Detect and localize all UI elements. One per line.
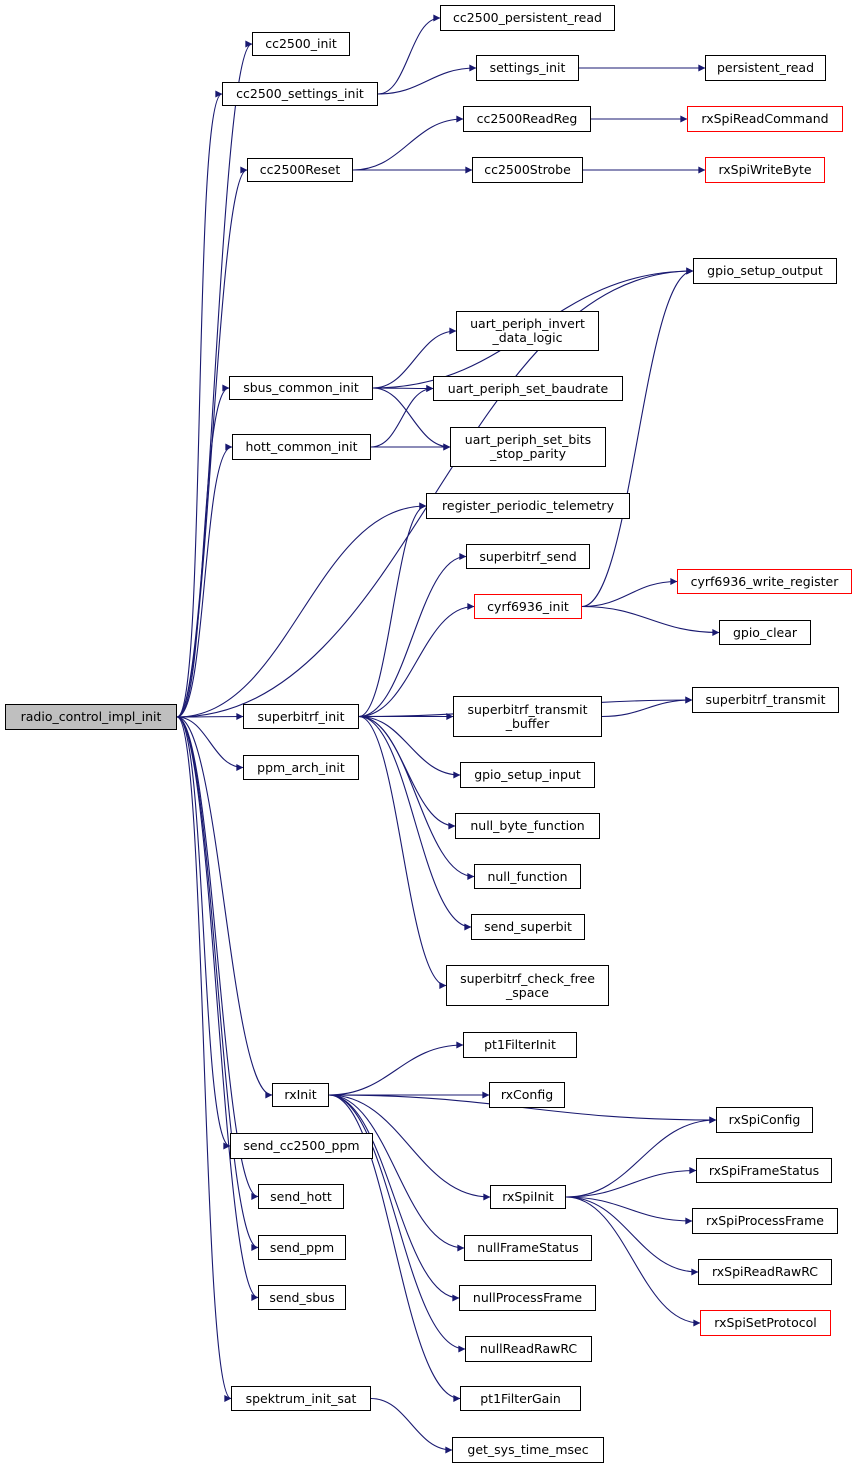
edge-cyrf6936-init-to-cyrf6936-write-register	[581, 578, 678, 608]
edge-superbitrf-init-to-superbitrf-send	[358, 553, 467, 718]
edge-sbus-common-init-to-uart-periph-set-bits-stop-parity	[372, 387, 451, 451]
node-register-periodic-telemetry[interactable]: register_periodic_telemetry	[426, 493, 630, 519]
edge-rxspiinit-to-rxspiprocessframe	[565, 1196, 693, 1225]
edge-superbitrf-init-to-superbitrf-check-free-space	[358, 715, 447, 989]
node-superbitrf-init[interactable]: superbitrf_init	[243, 704, 359, 729]
edge-radio-control-impl-init-to-superbitrf-init	[176, 713, 244, 721]
edge-cc2500-settings-init-to-settings-init	[377, 64, 477, 95]
node-cyrf6936-write-register[interactable]: cyrf6936_write_register	[677, 569, 852, 594]
edge-rxinit-to-nullprocessframe	[328, 1094, 460, 1302]
edge-rxinit-to-pt1filterinit	[328, 1041, 464, 1096]
edge-cc2500reset-to-cc2500readreg	[352, 115, 464, 171]
node-gpio-clear[interactable]: gpio_clear	[719, 620, 811, 645]
edge-spektrum-init-sat-to-get-sys-time-msec	[370, 1397, 453, 1454]
node-gpio-setup-input[interactable]: gpio_setup_input	[460, 762, 595, 788]
edge-rxinit-to-nullreadrawrc	[328, 1094, 466, 1353]
edge-radio-control-impl-init-to-send-cc2500-ppm	[176, 716, 231, 1150]
node-null-function[interactable]: null_function	[474, 864, 581, 889]
edge-hott-common-init-to-uart-periph-set-baudrate	[370, 385, 434, 448]
edge-rxinit-to-pt1filtergain	[328, 1094, 461, 1402]
node-send-sbus[interactable]: send_sbus	[258, 1285, 346, 1310]
node-send-cc2500-ppm[interactable]: send_cc2500_ppm	[230, 1133, 373, 1159]
node-rxspiprocessframe[interactable]: rxSpiProcessFrame	[692, 1208, 838, 1234]
edge-cc2500-settings-init-to-cc2500-persistent-read	[377, 14, 441, 95]
edge-rxspiinit-to-rxspiframestatus	[565, 1167, 697, 1198]
node-settings-init[interactable]: settings_init	[476, 55, 579, 81]
node-cc2500-settings-init[interactable]: cc2500_settings_init	[222, 82, 378, 106]
edge-superbitrf-init-to-cyrf6936-init	[358, 603, 475, 718]
edge-cyrf6936-init-to-gpio-setup-output	[581, 267, 694, 608]
node-superbitrf-transmit[interactable]: superbitrf_transmit	[692, 687, 839, 713]
node-rxinit[interactable]: rxInit	[272, 1083, 329, 1107]
node-get-sys-time-msec[interactable]: get_sys_time_msec	[452, 1437, 604, 1463]
node-superbitrf-transmit-buffer[interactable]: superbitrf_transmit _buffer	[453, 696, 602, 737]
node-rxspiwritebyte[interactable]: rxSpiWriteByte	[705, 157, 825, 183]
edge-superbitrf-init-to-register-periodic-telemetry	[358, 502, 427, 718]
edge-superbitrf-init-to-null-function	[358, 715, 475, 880]
node-hott-common-init[interactable]: hott_common_init	[232, 434, 371, 460]
edge-radio-control-impl-init-to-cc2500-settings-init	[176, 90, 223, 718]
node-superbitrf-send[interactable]: superbitrf_send	[466, 544, 590, 569]
node-cc2500readreg[interactable]: cc2500ReadReg	[463, 106, 591, 132]
node-cc2500-persistent-read[interactable]: cc2500_persistent_read	[440, 5, 615, 31]
node-rxspiinit[interactable]: rxSpiInit	[490, 1185, 566, 1209]
node-gpio-setup-output[interactable]: gpio_setup_output	[693, 258, 837, 284]
node-uart-periph-set-baudrate[interactable]: uart_periph_set_baudrate	[433, 376, 623, 401]
node-persistent-read[interactable]: persistent_read	[705, 55, 826, 81]
edge-rxinit-to-rxspiinit	[328, 1094, 491, 1201]
node-uart-periph-invert-data-logic[interactable]: uart_periph_invert _data_logic	[456, 311, 599, 351]
edge-radio-control-impl-init-to-spektrum-init-sat	[176, 716, 232, 1402]
node-cc2500-init[interactable]: cc2500_init	[252, 32, 350, 56]
edge-sbus-common-init-to-uart-periph-invert-data-logic	[372, 327, 457, 389]
node-cyrf6936-init[interactable]: cyrf6936_init	[474, 594, 582, 619]
node-nullprocessframe[interactable]: nullProcessFrame	[459, 1285, 596, 1311]
edge-rxinit-to-nullframestatus	[328, 1094, 465, 1252]
node-rxspireadrawrc[interactable]: rxSpiReadRawRC	[698, 1259, 832, 1285]
node-radio-control-impl-init[interactable]: radio_control_impl_init	[5, 704, 177, 730]
node-cc2500reset[interactable]: cc2500Reset	[247, 158, 353, 182]
edge-rxspiinit-to-rxspireadrawrc	[565, 1196, 699, 1276]
node-send-superbit[interactable]: send_superbit	[471, 914, 585, 940]
edge-cyrf6936-init-to-gpio-clear	[581, 605, 720, 636]
node-sbus-common-init[interactable]: sbus_common_init	[229, 376, 373, 400]
node-rxconfig[interactable]: rxConfig	[489, 1082, 565, 1108]
node-send-hott[interactable]: send_hott	[258, 1184, 344, 1209]
node-send-ppm[interactable]: send_ppm	[258, 1235, 346, 1260]
node-superbitrf-check-free-space[interactable]: superbitrf_check_free _space	[446, 965, 609, 1006]
edge-radio-control-impl-init-to-sbus-common-init	[176, 384, 230, 718]
node-rxspiconfig[interactable]: rxSpiConfig	[716, 1107, 813, 1133]
edge-radio-control-impl-init-to-rxinit	[176, 716, 273, 1099]
node-pt1filtergain[interactable]: pt1FilterGain	[460, 1386, 581, 1411]
edge-radio-control-impl-init-to-register-periodic-telemetry	[176, 502, 427, 718]
node-spektrum-init-sat[interactable]: spektrum_init_sat	[231, 1386, 371, 1411]
node-nullframestatus[interactable]: nullFrameStatus	[464, 1235, 592, 1261]
node-uart-periph-set-bits-stop-parity[interactable]: uart_periph_set_bits _stop_parity	[450, 427, 606, 467]
node-rxspisetprotocol[interactable]: rxSpiSetProtocol	[700, 1310, 831, 1336]
node-ppm-arch-init[interactable]: ppm_arch_init	[243, 755, 359, 780]
edge-radio-control-impl-init-to-hott-common-init	[176, 443, 233, 718]
edge-sbus-common-init-to-uart-periph-set-baudrate	[372, 384, 434, 392]
edge-radio-control-impl-init-to-ppm-arch-init	[176, 716, 244, 771]
node-pt1filterinit[interactable]: pt1FilterInit	[463, 1032, 577, 1058]
edge-radio-control-impl-init-to-send-ppm	[176, 716, 259, 1251]
edge-superbitrf-transmit-buffer-to-superbitrf-transmit	[601, 696, 693, 718]
edge-rxspiinit-to-rxspisetprotocol	[565, 1196, 701, 1327]
node-rxspiframestatus[interactable]: rxSpiFrameStatus	[696, 1158, 832, 1183]
edge-radio-control-impl-init-to-send-hott	[176, 716, 259, 1200]
node-cc2500strobe[interactable]: cc2500Strobe	[472, 157, 583, 183]
node-rxspireadcommand[interactable]: rxSpiReadCommand	[687, 106, 843, 132]
node-nullreadrawrc[interactable]: nullReadRawRC	[465, 1336, 592, 1362]
node-null-byte-function[interactable]: null_byte_function	[455, 813, 600, 839]
edge-radio-control-impl-init-to-send-sbus	[176, 716, 259, 1301]
edge-rxspiinit-to-rxspiconfig	[565, 1116, 717, 1198]
edge-superbitrf-init-to-gpio-setup-input	[358, 715, 461, 779]
edge-superbitrf-init-to-send-superbit	[358, 715, 472, 931]
